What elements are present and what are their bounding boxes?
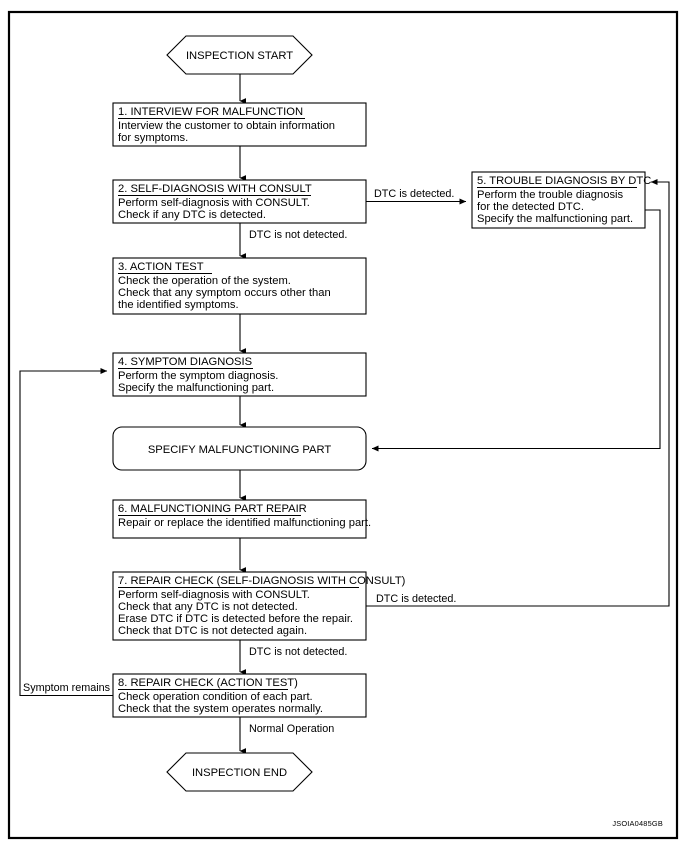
edge-label-dtc-detected-top: DTC is detected. — [374, 188, 454, 200]
node-4-line-1: Perform the symptom diagnosis. — [118, 370, 278, 382]
node-6-title: 6. MALFUNCTIONING PART REPAIR — [118, 503, 307, 515]
node-7-line-4: Check that DTC is not detected again. — [118, 625, 307, 637]
node-2-title: 2. SELF-DIAGNOSIS WITH CONSULT — [118, 183, 312, 195]
node-5-trouble-diagnosis-by-dtc: 5. TROUBLE DIAGNOSIS BY DTC Perform the … — [471, 171, 651, 229]
node-3-line-2: Check that any symptom occurs other than — [118, 287, 331, 299]
node-specify-malfunctioning-part: SPECIFY MALFUNCTIONING PART — [112, 426, 367, 471]
node-5-line-1: Perform the trouble diagnosis — [477, 189, 624, 201]
edge-label-dtc-not-detected-bottom: DTC is not detected. — [249, 646, 347, 658]
node-8-line-2: Check that the system operates normally. — [118, 703, 323, 715]
node-8-title: 8. REPAIR CHECK (ACTION TEST) — [118, 677, 298, 689]
node-8-repair-check-action-test: 8. REPAIR CHECK (ACTION TEST) Check oper… — [112, 673, 367, 718]
node-4-symptom-diagnosis: 4. SYMPTOM DIAGNOSIS Perform the symptom… — [112, 352, 367, 397]
edge-label-symptom-remains: Symptom remains — [23, 682, 111, 694]
node-7-title: 7. REPAIR CHECK (SELF-DIAGNOSIS WITH CON… — [118, 575, 406, 587]
node-3-title: 3. ACTION TEST — [118, 261, 204, 273]
node-5-line-2: for the detected DTC. — [477, 201, 584, 213]
node-6-malfunctioning-part-repair: 6. MALFUNCTIONING PART REPAIR Repair or … — [112, 499, 371, 539]
node-3-line-1: Check the operation of the system. — [118, 275, 291, 287]
terminator-inspection-start: INSPECTION START — [166, 35, 313, 75]
node-1-interview-for-malfunction: 1. INTERVIEW FOR MALFUNCTION Interview t… — [112, 102, 367, 147]
edge-label-normal-operation: Normal Operation — [249, 723, 334, 735]
node-7-line-1: Perform self-diagnosis with CONSULT. — [118, 589, 310, 601]
node-7-line-2: Check that any DTC is not detected. — [118, 601, 298, 613]
diagram-frame — [7, 10, 679, 840]
node-3-action-test: 3. ACTION TEST Check the operation of th… — [112, 257, 367, 315]
terminator-end-label: INSPECTION END — [192, 767, 287, 779]
terminator-start-label: INSPECTION START — [186, 50, 293, 62]
node-1-line-2: for symptoms. — [118, 132, 188, 144]
node-3-line-3: the identified symptoms. — [118, 299, 239, 311]
edge-label-dtc-detected-bottom: DTC is detected. — [376, 593, 456, 605]
node-4-line-2: Specify the malfunctioning part. — [118, 382, 274, 394]
edge-label-dtc-not-detected-top: DTC is not detected. — [249, 229, 347, 241]
node-specify-title: SPECIFY MALFUNCTIONING PART — [148, 444, 332, 456]
node-5-title: 5. TROUBLE DIAGNOSIS BY DTC — [477, 175, 651, 187]
node-1-title: 1. INTERVIEW FOR MALFUNCTION — [118, 106, 303, 118]
node-7-line-3: Erase DTC if DTC is detected before the … — [118, 613, 353, 625]
node-7-repair-check-self-diagnosis: 7. REPAIR CHECK (SELF-DIAGNOSIS WITH CON… — [112, 571, 406, 641]
node-2-self-diagnosis-with-consult: 2. SELF-DIAGNOSIS WITH CONSULT Perform s… — [112, 179, 367, 224]
edge-8-to-4-symptom-remains — [19, 368, 113, 697]
figure-plate-id: JSOIA0485GB — [612, 819, 663, 828]
node-5-line-3: Specify the malfunctioning part. — [477, 213, 633, 225]
node-1-line-1: Interview the customer to obtain informa… — [118, 120, 335, 132]
edge-7-to-5-dtc-detected — [366, 179, 670, 607]
node-6-line-1: Repair or replace the identified malfunc… — [118, 517, 371, 529]
node-8-line-1: Check operation condition of each part. — [118, 691, 313, 703]
node-2-line-2: Check if any DTC is detected. — [118, 209, 266, 221]
node-2-line-1: Perform self-diagnosis with CONSULT. — [118, 197, 310, 209]
node-4-title: 4. SYMPTOM DIAGNOSIS — [118, 356, 252, 368]
edge-5-to-specify — [371, 209, 661, 452]
terminator-inspection-end: INSPECTION END — [166, 752, 313, 792]
